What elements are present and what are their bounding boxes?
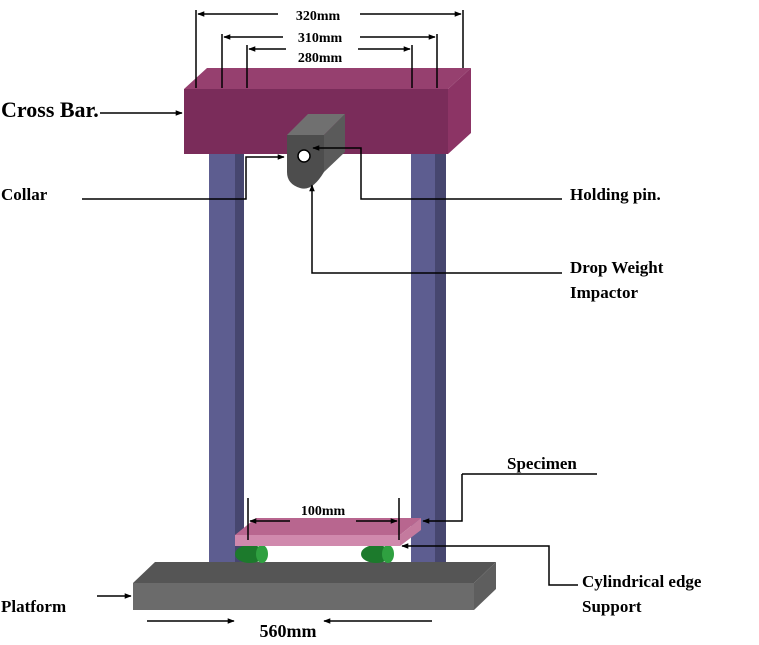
impactor-side <box>324 114 345 172</box>
platform-top <box>133 562 496 583</box>
right-column <box>411 121 446 562</box>
specimen-callout: Specimen <box>422 454 597 524</box>
dimension-310mm: 310mm <box>221 31 438 88</box>
platform-callout: Platform <box>1 593 132 616</box>
dimension-320mm: 320mm <box>195 9 464 88</box>
dimension-280mm: 280mm <box>246 45 413 88</box>
specimen-label: Specimen <box>507 454 577 473</box>
dimension-320mm-label: 320mm <box>296 9 341 24</box>
specimen-top <box>235 518 421 535</box>
right-column-front <box>411 136 435 562</box>
support-label-line2: Support <box>582 597 642 616</box>
right-support-roller-end <box>382 545 394 563</box>
platform <box>133 562 496 610</box>
support-label-line1: Cylindrical edge <box>582 572 702 591</box>
impactor-label-line2: Impactor <box>570 283 638 302</box>
left-column <box>209 121 244 562</box>
impactor-label-line1: Drop Weight <box>570 258 664 277</box>
platform-side <box>474 562 496 610</box>
collar-callout: Collar <box>1 154 285 204</box>
cross-bar-top <box>184 68 471 89</box>
impactor-top <box>287 114 345 135</box>
cross-bar-callout: Cross Bar. <box>1 97 183 122</box>
support-callout: Cylindrical edge Support <box>401 543 702 616</box>
holding-pin <box>297 149 311 163</box>
platform-front <box>133 583 474 610</box>
specimen-front <box>235 535 400 546</box>
dimension-100mm-label: 100mm <box>301 504 346 519</box>
cross-bar-side <box>448 68 471 154</box>
holding-pin-label: Holding pin. <box>570 185 661 204</box>
right-column-side <box>433 121 446 562</box>
impactor-callout: Drop Weight Impactor <box>309 184 664 302</box>
platform-label: Platform <box>1 597 66 616</box>
cylindrical-edge-supports <box>235 545 394 563</box>
left-support-roller-end <box>256 545 268 563</box>
collar-label: Collar <box>1 185 48 204</box>
holding-pin-callout: Holding pin. <box>312 145 661 204</box>
dimension-560mm-label: 560mm <box>260 621 317 641</box>
dimension-310mm-label: 310mm <box>298 31 343 46</box>
dimension-100mm: 100mm <box>247 498 400 540</box>
cross-bar-label: Cross Bar. <box>1 97 99 122</box>
dimension-280mm-label: 280mm <box>298 51 343 66</box>
specimen-side <box>400 518 421 546</box>
specimen <box>235 518 421 546</box>
dimension-560mm: 560mm <box>147 618 432 641</box>
left-column-front <box>209 136 235 562</box>
